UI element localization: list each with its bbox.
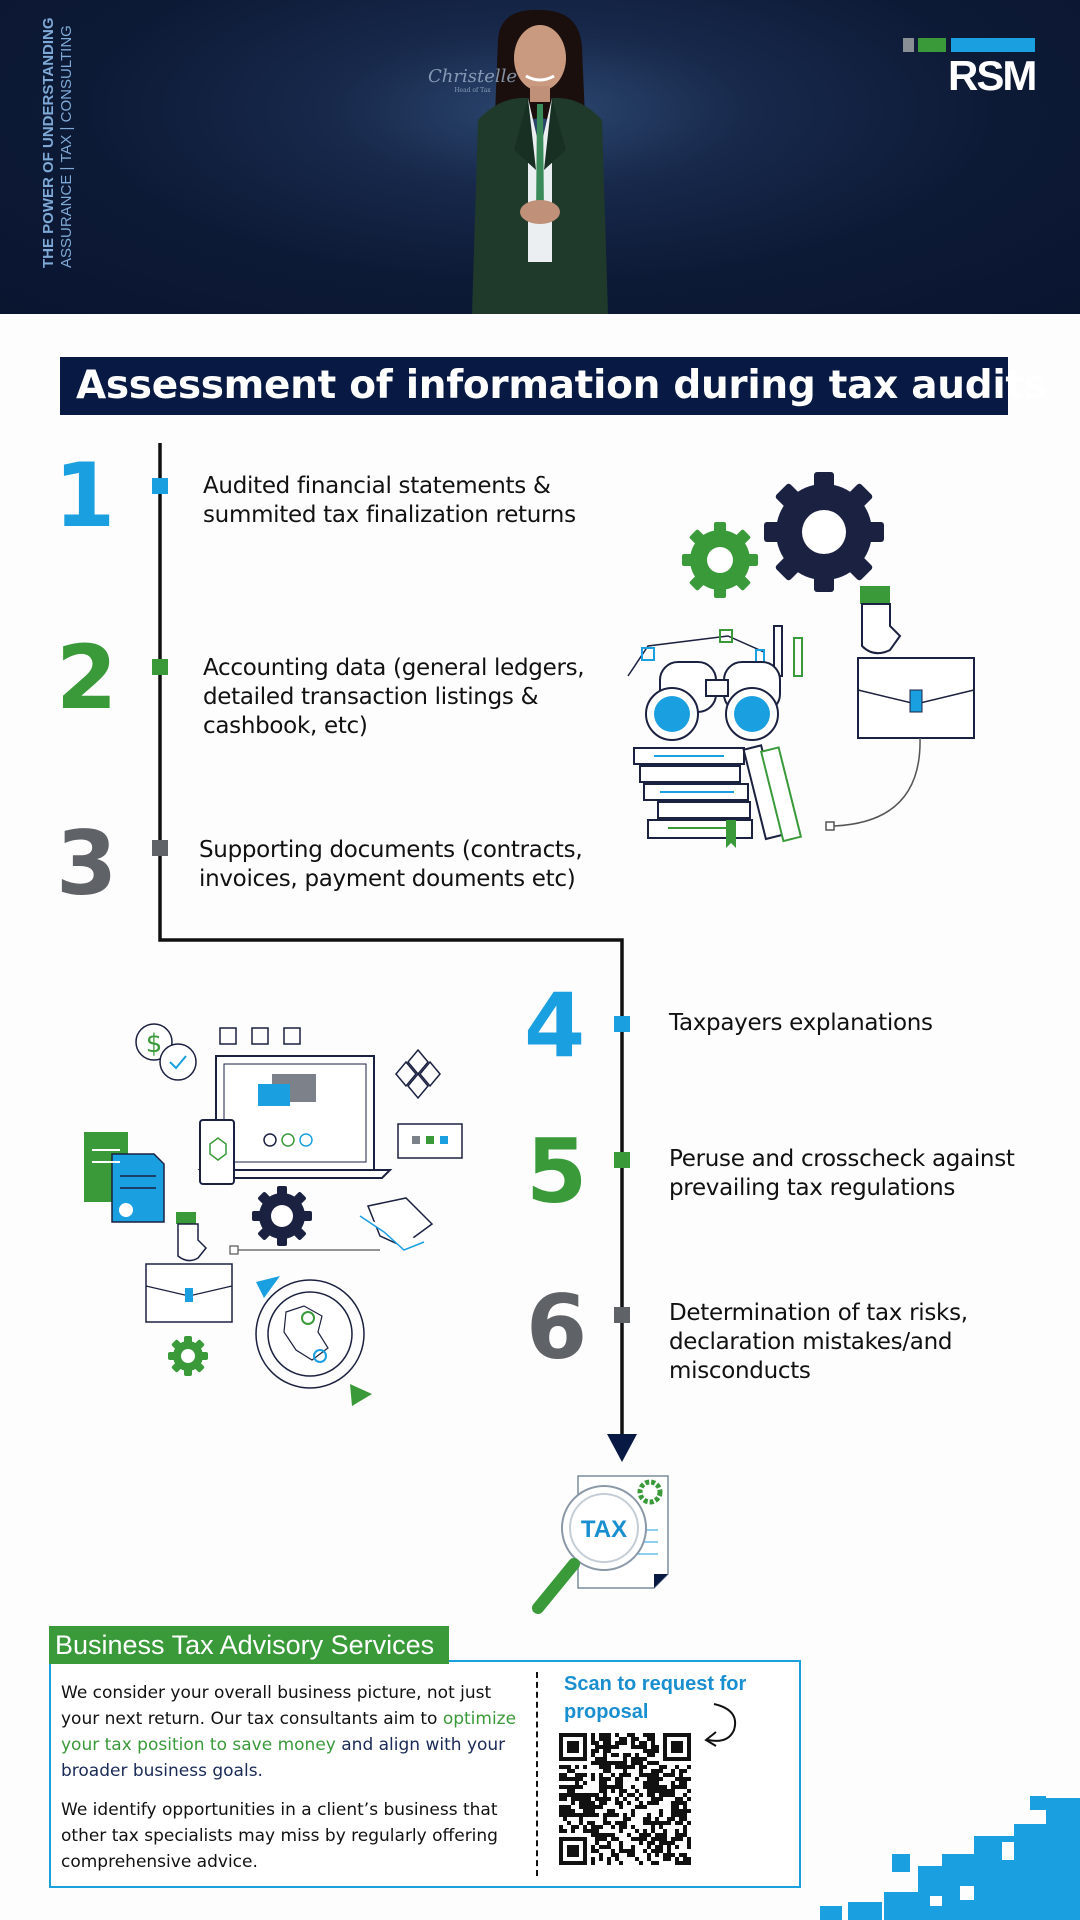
handshake-icon (359, 1197, 434, 1251)
services-heading: Business Tax Advisory Services (55, 1630, 435, 1660)
step-5-number: 5 (526, 1120, 588, 1223)
brand-pixel-decoration (820, 1796, 1080, 1920)
scan-cta: Scan to request for proposal (564, 1673, 747, 1723)
briefcase-icon (857, 586, 975, 739)
signature: Christelle Head of Tax (428, 66, 518, 94)
step-5-marker (614, 1152, 630, 1168)
step-3-marker (152, 840, 168, 856)
step-2-number: 2 (56, 626, 118, 729)
hero-banner: THE POWER OF UNDERSTANDING ASSURANCE | T… (0, 0, 1080, 314)
page-title: Assessment of information during tax aud… (76, 363, 1047, 408)
step-1-text: Audited financial statements &summited t… (203, 473, 576, 528)
small-gear-icon (168, 1336, 208, 1376)
services-heading-bar: Business Tax Advisory Services (49, 1626, 449, 1664)
step-1-number: 1 (54, 444, 116, 547)
highlight-text: optimize your tax position to save money (61, 1709, 517, 1755)
step-3-text: Supporting documents (contracts,invoices… (199, 837, 583, 892)
globe-icon (255, 1276, 372, 1406)
step-4-marker (614, 1016, 630, 1032)
step-6-number: 6 (526, 1276, 588, 1379)
services-paragraph-1: We consider your overall business pictur… (61, 1683, 517, 1781)
tax-label: TAX (581, 1516, 627, 1543)
step-6-marker (614, 1307, 630, 1323)
small-gear-icon (682, 522, 758, 598)
books-icon (633, 744, 803, 848)
tax-magnifier-icon: TAX (532, 1475, 669, 1614)
business-illustration: $ (84, 1023, 463, 1406)
laptop-icon (197, 1055, 393, 1179)
step-2-text: Accounting data (general ledgers,detaile… (203, 655, 585, 739)
page-title-box: Assessment of information during tax aud… (60, 357, 1047, 415)
step-3-number: 3 (56, 812, 118, 915)
step-2-marker (152, 659, 168, 675)
qr-code[interactable] (559, 1733, 691, 1865)
step-1-marker (152, 478, 168, 494)
step-4-number: 4 (524, 974, 586, 1077)
dollar-icon: $ (135, 1023, 197, 1081)
audit-illustration (627, 472, 975, 848)
rsm-logo: RSM (948, 52, 1037, 99)
documents-icon (84, 1132, 165, 1223)
arrow-icon (704, 1703, 736, 1747)
services-box (49, 1660, 801, 1888)
gear-icon (252, 1186, 312, 1246)
gear-icon (764, 472, 884, 592)
step-4-text: Taxpayers explanations (669, 1010, 933, 1036)
step-6-text: Determination of tax risks,declaration m… (669, 1300, 968, 1384)
divider (536, 1672, 538, 1876)
svg-text:$: $ (146, 1029, 163, 1059)
signature-caption: Head of Tax (454, 87, 491, 94)
services-paragraph-2: We identify opportunities in a client’s … (61, 1800, 498, 1872)
binoculars-icon (645, 661, 781, 741)
person-photo (472, 9, 608, 314)
briefcase-icon (145, 1212, 233, 1323)
